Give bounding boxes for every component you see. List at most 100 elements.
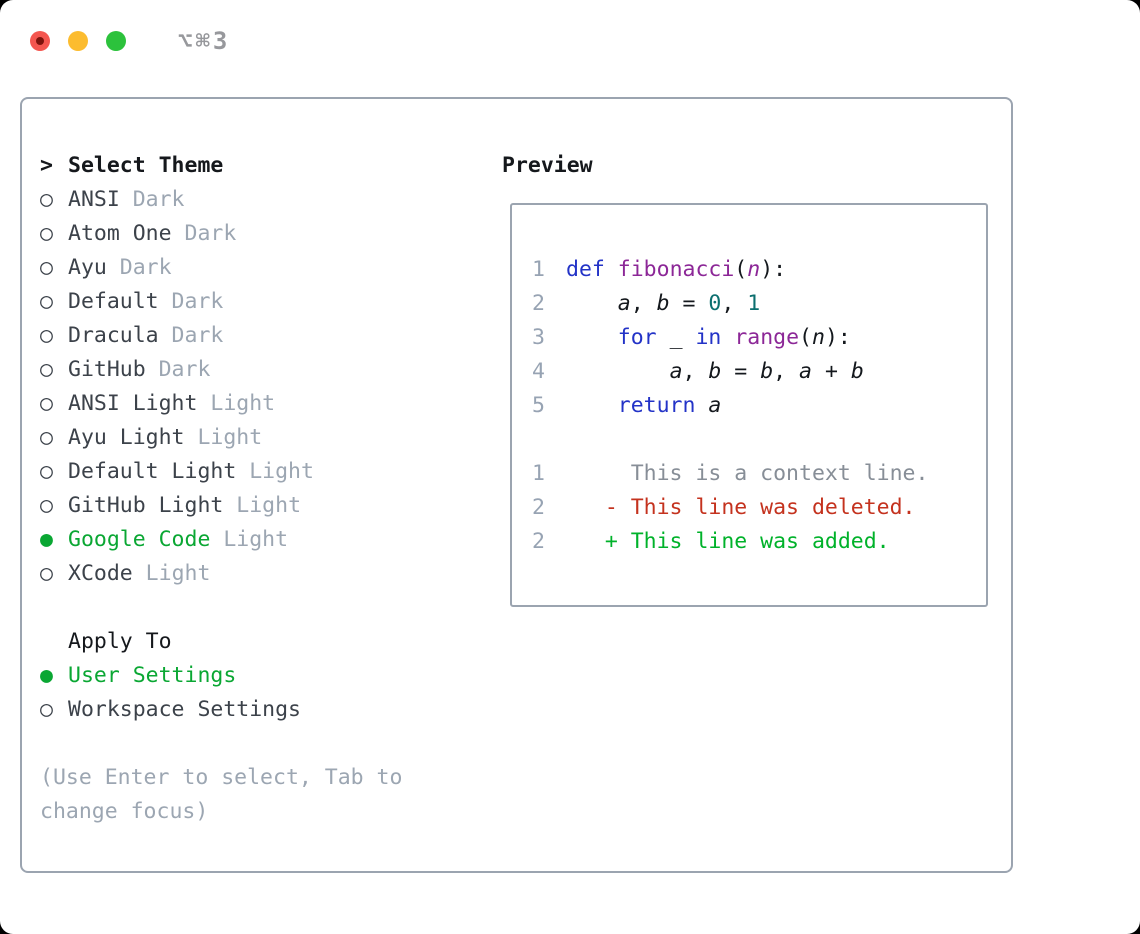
theme-name: ANSI xyxy=(68,187,120,212)
theme-option[interactable]: ○Default Dark xyxy=(40,285,402,319)
code-token: _ xyxy=(656,325,696,350)
minimize-button[interactable] xyxy=(68,31,88,51)
line-number: 2 xyxy=(532,291,545,316)
help-line: (Use Enter to select, Tab to xyxy=(40,765,403,790)
spacer xyxy=(40,591,402,625)
radio-icon: ○ xyxy=(40,459,53,484)
theme-variant: Dark xyxy=(106,255,172,280)
theme-variant: Light xyxy=(197,391,276,416)
code-token: = xyxy=(669,291,709,316)
zoom-button[interactable] xyxy=(106,31,126,51)
theme-name: XCode xyxy=(68,561,133,586)
code-token: def xyxy=(566,257,605,282)
code-token: in xyxy=(695,325,722,350)
radio-selected-icon: ● xyxy=(40,527,53,552)
radio-selected-icon: ● xyxy=(40,663,53,688)
theme-variant: Dark xyxy=(145,357,211,382)
diff-block: 1 This is a context line.2 - This line w… xyxy=(532,457,986,559)
theme-variant: Dark xyxy=(171,221,237,246)
theme-option[interactable]: ●Google Code Light xyxy=(40,523,402,557)
code-token: 0 xyxy=(708,291,722,316)
theme-list: ○ANSI Dark○Atom One Dark○Ayu Dark○Defaul… xyxy=(40,183,402,591)
apply-to-list: ● User Settings ○Workspace Settings xyxy=(40,659,402,727)
line-number: 4 xyxy=(532,359,545,384)
theme-option[interactable]: ○Ayu Light Light xyxy=(40,421,402,455)
code-content: return a xyxy=(566,389,722,423)
line-number: 1 xyxy=(532,257,545,282)
radio-icon: ○ xyxy=(40,187,53,212)
theme-name: GitHub Light xyxy=(68,493,224,518)
spacer xyxy=(532,423,986,457)
code-token: a xyxy=(799,359,812,384)
radio-icon: ○ xyxy=(40,425,53,450)
theme-option[interactable]: ○ GitHub Dark xyxy=(40,353,402,387)
line-number: 2 xyxy=(532,529,545,554)
theme-variant: Light xyxy=(223,493,302,518)
radio-icon: ○ xyxy=(40,255,53,280)
code-token: b xyxy=(708,359,722,384)
theme-name: Ayu xyxy=(68,255,107,280)
help-line: change focus) xyxy=(40,799,209,824)
theme-option[interactable]: ○ Ayu Dark xyxy=(40,251,402,285)
theme-option[interactable]: ○ XCode Light xyxy=(40,557,402,591)
code-token: b xyxy=(850,359,864,384)
code-token: b xyxy=(760,359,774,384)
code-token: n xyxy=(812,325,825,350)
code-content: def fibonacci(n): xyxy=(566,253,786,287)
spacer xyxy=(40,727,402,761)
code-token: a xyxy=(708,393,722,418)
theme-option[interactable]: ○Atom One Dark xyxy=(40,217,402,251)
diff-content: This is a context line. xyxy=(566,457,929,491)
code-token: n xyxy=(747,257,761,282)
code-token: , xyxy=(721,291,748,316)
theme-variant: Light xyxy=(132,561,211,586)
theme-name: Default Light xyxy=(68,459,237,484)
code-token: ( xyxy=(734,257,748,282)
line-number: 3 xyxy=(532,325,545,350)
theme-name: Atom One xyxy=(68,221,172,246)
theme-selector-section: >Select Theme ○ANSI Dark○Atom One Dark○A… xyxy=(40,149,402,829)
code-token: ): xyxy=(824,325,851,350)
apply-option[interactable]: ● User Settings xyxy=(40,659,402,693)
theme-option[interactable]: ○ ANSI Dark xyxy=(40,183,402,217)
radio-icon: ○ xyxy=(40,391,53,416)
code-token: for xyxy=(617,325,657,350)
code-token: range xyxy=(734,325,800,350)
window-title: ⌥⌘3 xyxy=(178,27,231,55)
diff-text: This is a context line. xyxy=(566,461,929,486)
theme-name: ANSI Light xyxy=(68,391,198,416)
theme-option[interactable]: ○Dracula Dark xyxy=(40,319,402,353)
code-token: , xyxy=(630,291,657,316)
code-token: , xyxy=(682,359,709,384)
select-theme-title: Select Theme xyxy=(68,153,224,178)
theme-variant: Light xyxy=(236,459,314,484)
theme-name: Default xyxy=(68,289,159,314)
theme-option[interactable]: ○ ANSI Light Light xyxy=(40,387,402,421)
code-token xyxy=(695,393,708,418)
theme-variant: Dark xyxy=(119,187,185,212)
radio-icon: ○ xyxy=(40,323,53,348)
code-token: , xyxy=(773,359,800,384)
radio-icon: ○ xyxy=(40,357,53,382)
select-theme-header: >Select Theme xyxy=(40,149,402,183)
code-content: a, b = 0, 1 xyxy=(566,287,760,321)
diff-line-deleted: 2 - This line was deleted. xyxy=(532,491,986,525)
radio-icon: ○ xyxy=(40,561,53,586)
window-titlebar: ⌥⌘3 xyxy=(30,27,230,55)
code-content: a, b = b, a + b xyxy=(566,355,864,389)
theme-name: GitHub xyxy=(68,357,146,382)
code-token: a xyxy=(617,291,631,316)
code-token: a xyxy=(669,359,683,384)
theme-option[interactable]: ○ Default Light Light xyxy=(40,455,402,489)
theme-name: Ayu Light xyxy=(68,425,185,450)
close-button[interactable] xyxy=(30,31,50,51)
apply-option[interactable]: ○Workspace Settings xyxy=(40,693,402,727)
theme-variant: Dark xyxy=(158,323,224,348)
code-token: fibonacci xyxy=(617,257,735,282)
code-token: 1 xyxy=(747,291,761,316)
theme-option[interactable]: ○GitHub Light Light xyxy=(40,489,402,523)
apply-option-label: User Settings xyxy=(68,663,237,688)
code-token xyxy=(566,359,670,384)
diff-text: + This line was added. xyxy=(566,529,890,554)
